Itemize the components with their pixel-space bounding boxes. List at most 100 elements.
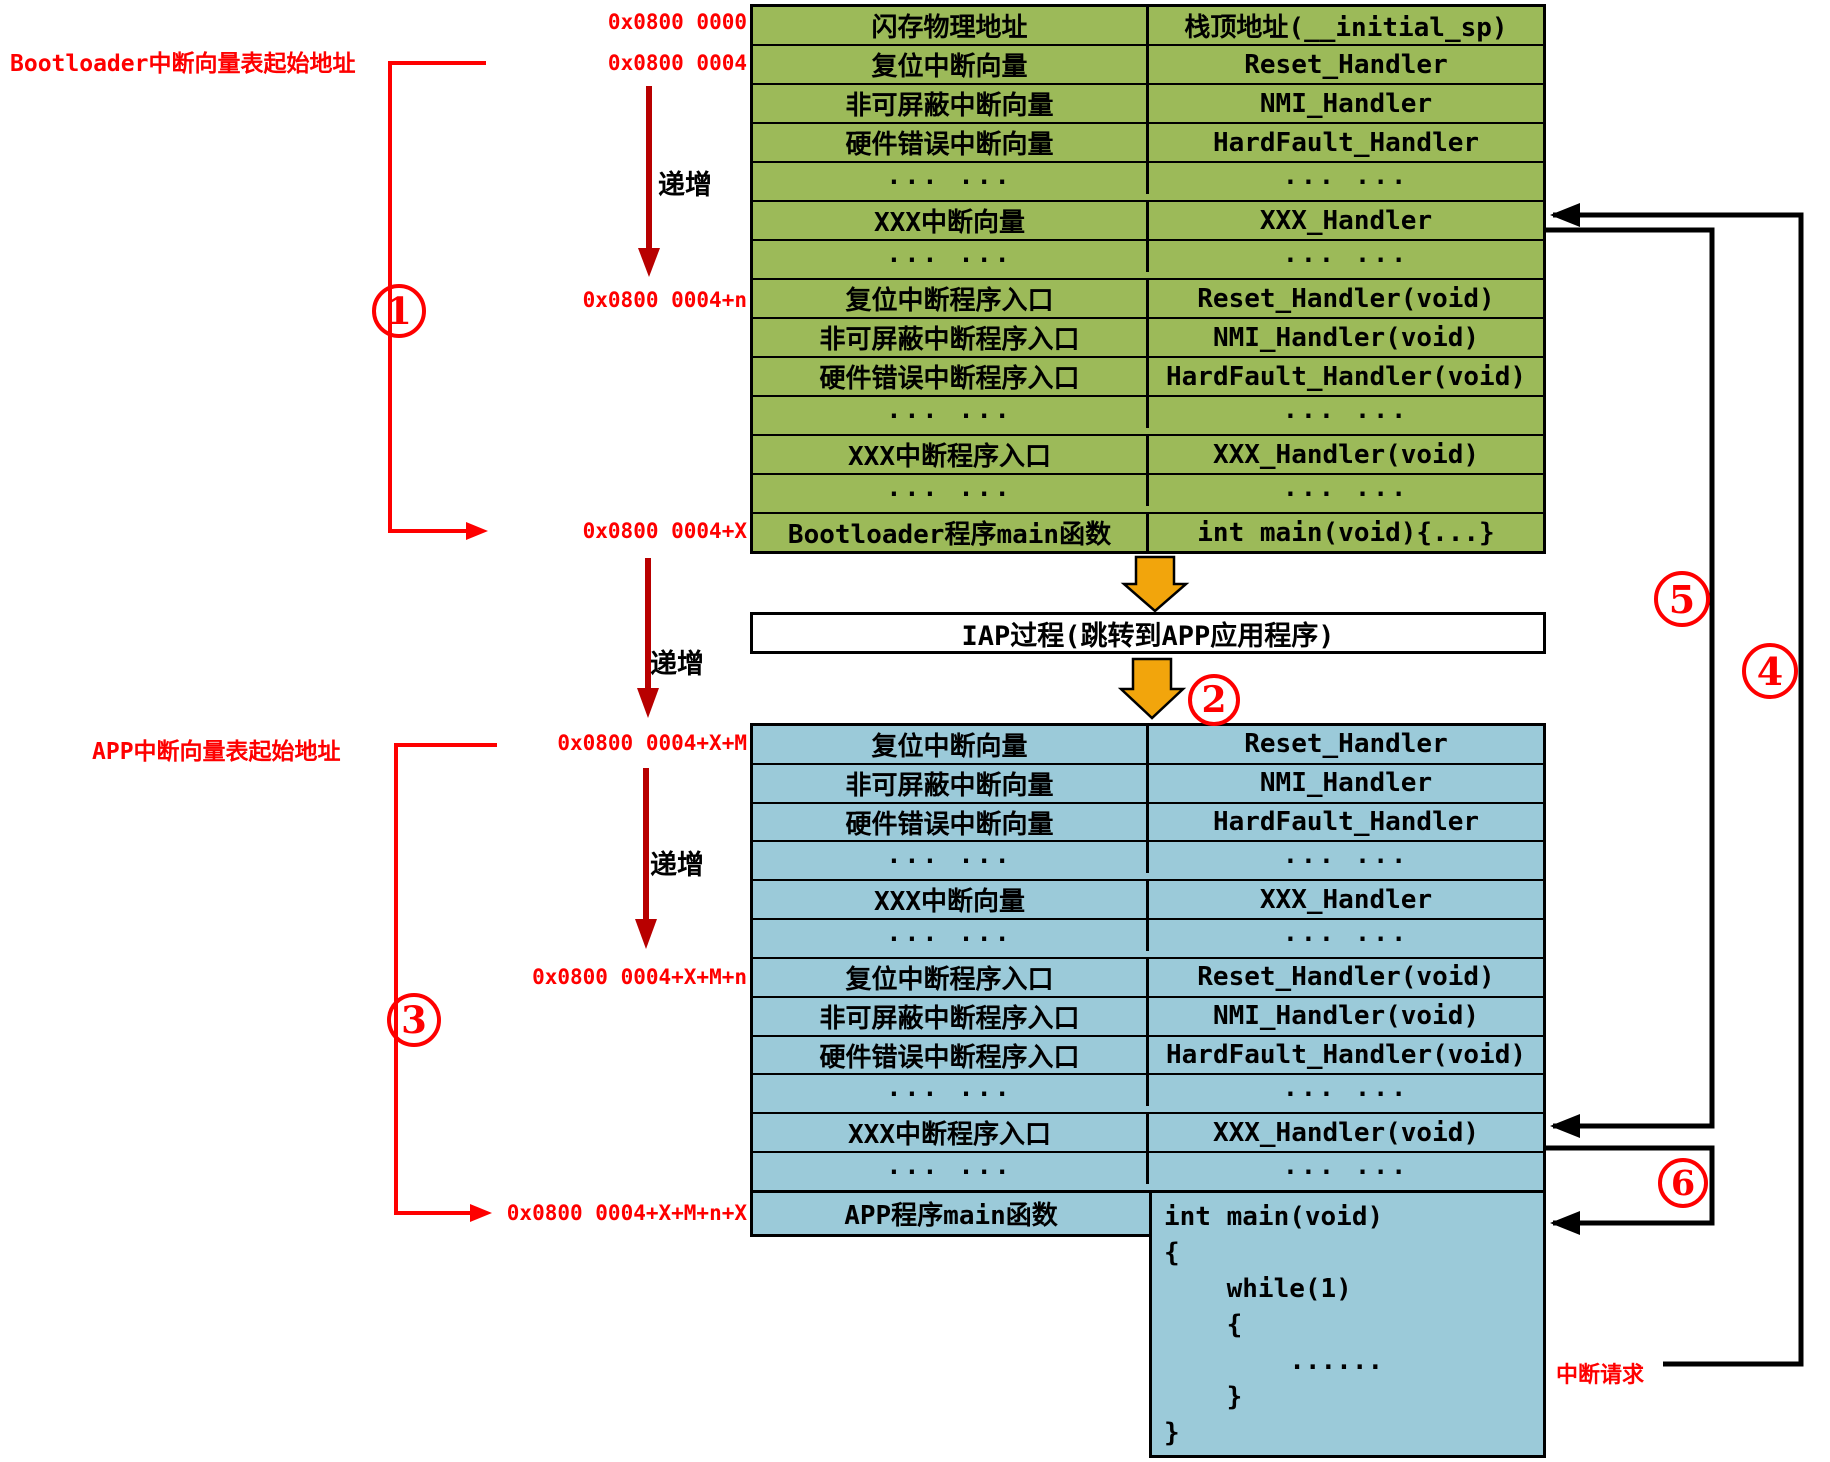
table-row: ... ...... ... (753, 235, 1543, 280)
table-row: 非可屏蔽中断向量 NMI_Handler (753, 85, 1543, 124)
app-main-row-label: APP程序main函数 (844, 1201, 1058, 1231)
table-row: ... ... ... ... (753, 1147, 1543, 1190)
cell-vector-label: XXX中断程序入口 (753, 436, 1149, 473)
step-6-badge: 6 (1658, 1158, 1708, 1208)
cell-handler-value: XXX_Handler(void) (1212, 1117, 1480, 1148)
cell-vector-label: 硬件错误中断程序入口 (753, 1036, 1149, 1074)
cell-handler-value: ... ... (1282, 918, 1410, 948)
cell-vector-label: 复位中断程序入口 (753, 280, 1149, 317)
increment-arrowhead-2 (637, 688, 659, 718)
cell-handler-value: Reset_Handler(void) (1197, 283, 1495, 314)
cell-vector-label: ... ... (753, 914, 1149, 951)
cell-handler-value: Reset_Handler(void) (1197, 962, 1495, 993)
table-row: ... ... ... ... (753, 836, 1543, 882)
cell-handler-value: Reset_Handler (1244, 49, 1448, 80)
address-app-vector-base: 0x0800 0004+X+M (557, 731, 747, 755)
increment-label-2: 递增 (650, 649, 704, 680)
cell-handler-value: NMI_Handler(void) (1212, 1001, 1480, 1032)
cell-vector-label: XXX中断向量 (753, 881, 1149, 919)
cell-vector-label: 非可屏蔽中断程序入口 (753, 319, 1149, 356)
cell-vector-label: 硬件错误中断向量 (753, 803, 1149, 841)
step-5-line (1546, 227, 1715, 1129)
step-3-badge: 3 (387, 993, 441, 1047)
table-row: 复位中断向量 Reset_Handler (753, 46, 1543, 85)
bootloader-vector-table: 闪存物理地址 栈顶地址(__initial_sp) 复位中断向量 Reset_Hand… (750, 4, 1546, 554)
bootloader-table-start-label: Bootloader中断向量表起始地址 (10, 51, 356, 77)
cell-vector-label: ... ... (753, 836, 1149, 874)
cell-vector-label: ... ... (753, 1069, 1149, 1107)
interrupt-request-label: 中断请求 (1556, 1363, 1645, 1388)
flow-arrow-to-iap (1120, 555, 1190, 613)
cell-vector-label: XXX中断向量 (753, 202, 1149, 239)
cell-vector-label: 非可屏蔽中断程序入口 (753, 997, 1149, 1035)
cell-handler-value: ... ... (1282, 239, 1410, 268)
cell-vector-label: ... ... (753, 469, 1149, 506)
cell-handler-value: ... ... (1282, 1151, 1410, 1181)
step-5-badge: 5 (1654, 571, 1710, 627)
table-row: ... ... ... ... (753, 157, 1543, 202)
address-vector-base: 0x0800 0004 (607, 51, 747, 75)
cell-handler-value: int main(void){...} (1197, 517, 1495, 548)
cell-vector-label: Bootloader程序main函数 (753, 514, 1149, 551)
table-row: ... ... ... ... (753, 469, 1543, 514)
cell-handler-value: HardFault_Handler (1212, 127, 1480, 158)
cell-vector-label: 复位中断向量 (753, 46, 1149, 83)
step-4-badge: 4 (1742, 643, 1798, 699)
address-app-entry-base: 0x0800 0004+X+M+n (532, 965, 747, 989)
table-row: 非可屏蔽中断程序入口 NMI_Handler(void) (753, 997, 1543, 1037)
step-5-arrowhead (1550, 1114, 1580, 1138)
cell-handler-value: XXX_Handler (1259, 884, 1433, 915)
cell-handler-value: XXX_Handler (1259, 205, 1433, 236)
table-row: ... ...... ... (753, 1069, 1543, 1115)
address-flash-base: 0x0800 0000 (607, 10, 747, 34)
flow-arrow-to-app (1117, 657, 1187, 720)
cell-handler-value: NMI_Handler (1259, 768, 1433, 799)
cell-handler-value: HardFault_Handler (1212, 807, 1480, 838)
step-1-number: 1 (386, 289, 412, 333)
cell-handler-value: ... ... (1282, 473, 1410, 502)
step-3-number: 3 (401, 998, 427, 1042)
cell-vector-label: 非可屏蔽中断向量 (753, 85, 1149, 122)
cell-handler-value: Reset_Handler (1244, 729, 1448, 760)
table-row: 硬件错误中断向量 HardFault_Handler (753, 124, 1543, 163)
cell-vector-label: 非可屏蔽中断向量 (753, 764, 1149, 802)
table-row: ... ...... ... (753, 391, 1543, 436)
table-row: Bootloader程序main函数 int main(void){...} (753, 514, 1543, 551)
cell-handler-value: HardFault_Handler(void) (1165, 1040, 1527, 1071)
iap-process-box: IAP过程(跳转到APP应用程序) (750, 612, 1546, 654)
step-6-number: 6 (1670, 1162, 1696, 1204)
cell-handler-value: HardFault_Handler(void) (1165, 361, 1527, 392)
step-5-number: 5 (1668, 576, 1696, 622)
step-2-number: 2 (1201, 679, 1227, 721)
table-row: 非可屏蔽中断向量 NMI_Handler (753, 764, 1543, 804)
cell-handler-value: ... ... (1282, 161, 1410, 190)
table-row: 复位中断程序入口 Reset_Handler(void) (753, 958, 1543, 998)
cell-vector-label: 闪存物理地址 (753, 7, 1149, 44)
address-app-main: 0x0800 0004+X+M+n+X (506, 1201, 747, 1225)
cell-vector-label: 复位中断程序入口 (753, 958, 1149, 996)
cell-vector-label: ... ... (753, 157, 1149, 194)
cell-handler-value: 栈顶地址(__initial_sp) (1184, 13, 1508, 43)
address-entry-base: 0x0800 0004+n (582, 288, 747, 312)
app-table-start-label: APP中断向量表起始地址 (92, 739, 341, 765)
app-main-code: int main(void) { while(1) { ...... } } (1164, 1202, 1384, 1448)
app-main-row-cell: APP程序main函数 (750, 1190, 1152, 1237)
cell-vector-label: ... ... (753, 1147, 1149, 1184)
cell-handler-value: ... ... (1282, 840, 1410, 870)
cell-handler-value: NMI_Handler (1259, 88, 1433, 119)
cell-handler-value: XXX_Handler(void) (1212, 439, 1480, 470)
address-boot-main: 0x0800 0004+X (582, 519, 747, 543)
step-1-badge: 1 (372, 284, 426, 338)
increment-arrowhead-3 (635, 919, 657, 949)
table-row: 闪存物理地址 栈顶地址(__initial_sp) (753, 7, 1543, 46)
step-2-badge: 2 (1188, 674, 1240, 726)
iap-process-label: IAP过程(跳转到APP应用程序) (961, 620, 1335, 652)
increment-arrowhead-1 (638, 248, 660, 277)
cell-vector-label: ... ... (753, 391, 1149, 428)
cell-vector-label: 硬件错误中断向量 (753, 124, 1149, 161)
cell-vector-label: XXX中断程序入口 (753, 1114, 1149, 1152)
